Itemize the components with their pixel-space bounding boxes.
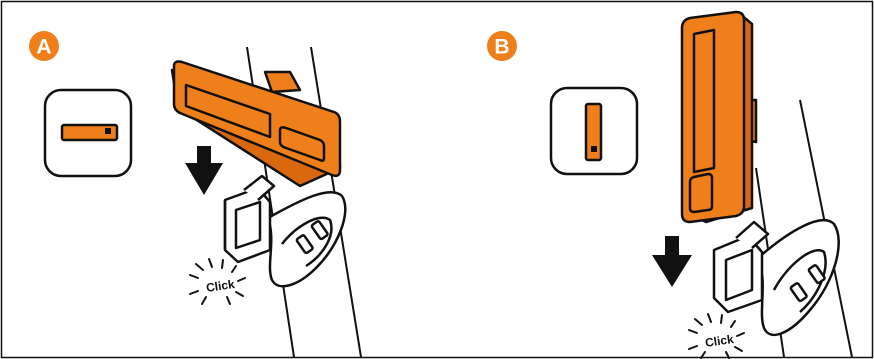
click-burst-icon: Click [688,313,745,359]
down-arrow-icon [185,146,223,195]
click-label-b: Click [704,332,735,350]
click-label-a: Click [205,277,236,295]
step-badge-b: B [487,31,517,61]
mount-bracket-b [712,218,840,337]
light-unit-vertical [680,10,758,224]
orientation-horizontal-icon [43,88,133,178]
badge-label-b: B [494,36,509,59]
down-arrow-icon [652,236,692,287]
mount-bracket-a [223,174,347,288]
panel-a: A [29,31,362,358]
light-unit-horizontal [170,60,342,188]
orientation-vertical-icon [549,86,639,176]
step-badge-a: A [29,31,59,61]
click-burst-icon: Click [189,258,246,305]
badge-label-a: A [36,36,51,59]
panel-b: B [487,10,853,359]
